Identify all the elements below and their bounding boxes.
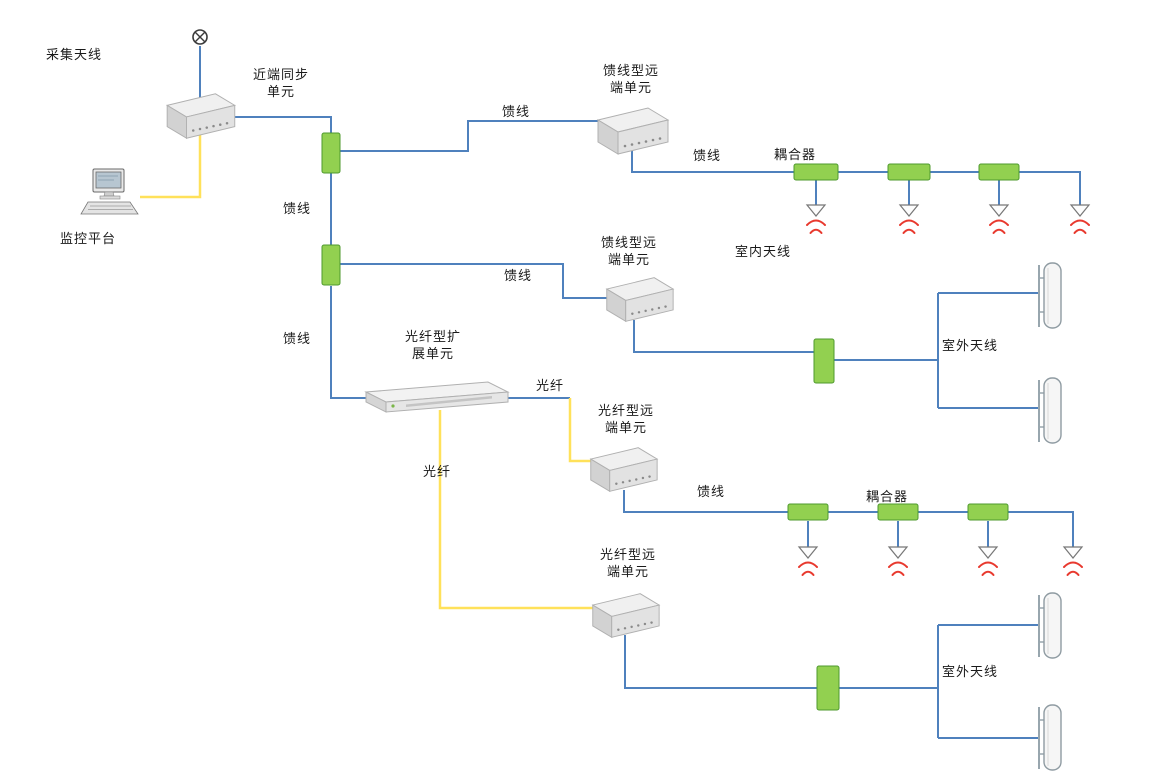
collect-antenna-label: 采集天线 — [46, 48, 103, 63]
fiber-remote-unit-2-label: 光纤型远 端单元 — [599, 548, 656, 580]
coupler-row2-2 — [877, 503, 919, 521]
indoor-antenna-icon — [989, 200, 1009, 234]
coupler-row1-1 — [793, 163, 839, 181]
fiber-expansion-unit-label: 光纤型扩 展单元 — [404, 330, 461, 362]
coupler-row1-3 — [978, 163, 1020, 181]
indoor-antenna-icon — [978, 542, 998, 576]
coupler-label: 耦合器 — [774, 148, 817, 163]
trunk-splitter-2 — [321, 244, 341, 286]
fiber-line-label: 光纤 — [423, 465, 452, 480]
indoor-antenna-icon — [1063, 542, 1083, 576]
feeder-line-label: 馈线 — [697, 485, 726, 500]
indoor-antenna-icon — [899, 200, 919, 234]
coupler-label: 耦合器 — [866, 490, 909, 505]
fiber-line-label: 光纤 — [536, 379, 565, 394]
feeder-line-segment — [340, 263, 610, 299]
collect-antenna-icon — [192, 29, 208, 45]
coupler-row2-1 — [787, 503, 829, 521]
feeder-line-segment — [235, 116, 332, 136]
outdoor-antenna-label: 室外天线 — [942, 665, 999, 680]
indoor-antenna-label: 室内天线 — [735, 245, 792, 260]
coupler-row2-3 — [967, 503, 1009, 521]
near-end-sync-unit-label: 近端同步 单元 — [252, 68, 309, 100]
fiber-remote-unit-1-label: 光纤型远 端单元 — [597, 404, 654, 436]
outdoor-antenna-label: 室外天线 — [942, 339, 999, 354]
outdoor-antenna-icon — [1038, 262, 1062, 329]
feeder-line-segment — [633, 320, 815, 353]
trunk-splitter-1 — [321, 132, 341, 174]
feeder-remote-unit-2-device — [606, 277, 674, 322]
feeder-line-segment — [330, 286, 370, 399]
monitor-platform-label: 监控平台 — [60, 232, 117, 247]
outdoor-antenna-icon — [1038, 704, 1062, 771]
coupler-outdoor-1 — [813, 338, 835, 384]
outdoor-antenna-icon — [1038, 592, 1062, 659]
fiber-remote-unit-1-device — [590, 447, 658, 492]
outdoor-antenna-icon — [1038, 377, 1062, 444]
fiber-line-segment — [140, 135, 202, 199]
fiber-expansion-unit-device — [365, 381, 509, 413]
feeder-line-label: 馈线 — [504, 269, 533, 284]
indoor-antenna-icon — [798, 542, 818, 576]
fiber-remote-unit-2-device — [592, 593, 660, 638]
feeder-line-label: 馈线 — [502, 105, 531, 120]
feeder-remote-unit-1-label: 馈线型远 端单元 — [602, 64, 659, 96]
near-end-sync-unit-device — [166, 93, 236, 139]
monitor-platform-computer-icon — [80, 168, 139, 215]
feeder-line-label: 馈线 — [693, 149, 722, 164]
indoor-antenna-icon — [806, 200, 826, 234]
feeder-line-segment — [340, 120, 600, 152]
indoor-antenna-icon — [888, 542, 908, 576]
coupler-row1-2 — [887, 163, 931, 181]
fiber-line-segment — [568, 398, 592, 463]
feeder-remote-unit-2-label: 馈线型远 端单元 — [600, 236, 657, 268]
feeder-line-segment — [624, 635, 817, 689]
feeder-remote-unit-1-device — [597, 107, 669, 155]
feeder-line-label: 馈线 — [283, 332, 312, 347]
indoor-antenna-icon — [1070, 200, 1090, 234]
fiber-line-segment — [438, 410, 594, 610]
feeder-line-label: 馈线 — [283, 202, 312, 217]
coupler-outdoor-2 — [816, 665, 840, 711]
feeder-line-segment — [623, 490, 1074, 543]
feeder-line-segment — [631, 150, 1081, 201]
